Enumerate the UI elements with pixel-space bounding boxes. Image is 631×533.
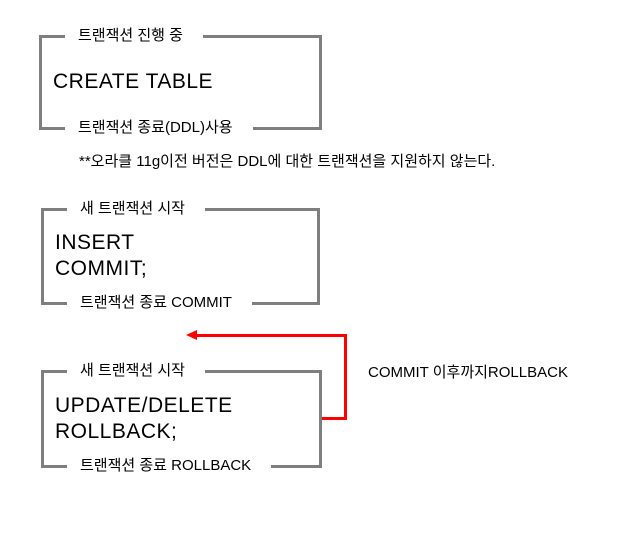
bracket-left-edge <box>41 208 44 304</box>
bracket-bottom-row: 트랜잭션 종료 ROLLBACK <box>41 455 322 477</box>
bracket-right-edge <box>319 35 322 129</box>
bracket-line-segment <box>41 301 67 305</box>
bracket-right-edge <box>319 370 322 467</box>
bracket-bottom-row: 트랜잭션 종료(DDL)사용 <box>39 117 322 139</box>
rollback-arrow-horizontal-line <box>193 334 347 337</box>
sql-statement: UPDATE/DELETE ROLLBACK; <box>55 393 233 445</box>
bracket-left-edge <box>39 35 42 129</box>
bracket-line-segment <box>271 464 322 468</box>
bracket-top-row: 트랜잭션 진행 중 <box>39 25 322 47</box>
bracket-right-edge <box>317 208 320 304</box>
sql-statement: INSERT COMMIT; <box>55 230 147 282</box>
bracket-line-segment <box>202 34 322 38</box>
transaction-start-label: 트랜잭션 진행 중 <box>78 27 183 44</box>
oracle-ddl-note: **오라클 11g이전 버전은 DDL에 대한 트랜잭션을 지원하지 않는다. <box>79 153 496 170</box>
sql-statement: CREATE TABLE <box>53 69 213 95</box>
bracket-line-segment <box>39 126 65 130</box>
sql-statement-line: ROLLBACK; <box>55 419 178 443</box>
bracket-bottom-row: 트랜잭션 종료 COMMIT <box>41 292 320 314</box>
sql-statement-line: UPDATE/DELETE <box>55 393 233 417</box>
bracket-line-segment <box>41 207 67 211</box>
sql-statement-line: COMMIT; <box>55 257 148 280</box>
transaction-block-rollback: 새 트랜잭션 시작 UPDATE/DELETE ROLLBACK; 트랜잭션 종… <box>41 362 322 474</box>
transaction-block-ddl: 트랜잭션 진행 중 CREATE TABLE 트랜잭션 종료(DDL)사용 <box>39 27 322 136</box>
rollback-range-label: COMMIT 이후까지ROLLBACK <box>368 364 568 381</box>
bracket-line-segment <box>204 369 322 373</box>
bracket-line-segment <box>251 301 320 305</box>
bracket-line-segment <box>252 126 322 130</box>
bracket-line-segment <box>41 464 67 468</box>
bracket-top-row: 새 트랜잭션 시작 <box>41 360 322 382</box>
sql-statement-line: INSERT <box>55 231 135 254</box>
transaction-end-label: 트랜잭션 종료 COMMIT <box>80 294 232 311</box>
transaction-start-label: 새 트랜잭션 시작 <box>80 362 185 379</box>
rollback-arrow-vertical-line <box>344 334 347 420</box>
bracket-line-segment <box>41 369 67 373</box>
transaction-end-label: 트랜잭션 종료(DDL)사용 <box>78 119 233 136</box>
rollback-arrow-connector-line <box>322 417 347 420</box>
bracket-line-segment <box>39 34 65 38</box>
transaction-end-label: 트랜잭션 종료 ROLLBACK <box>80 457 252 474</box>
transaction-block-commit: 새 트랜잭션 시작 INSERT COMMIT; 트랜잭션 종료 COMMIT <box>41 200 320 311</box>
transaction-start-label: 새 트랜잭션 시작 <box>80 200 185 217</box>
rollback-arrowhead-icon <box>186 330 197 340</box>
bracket-left-edge <box>41 370 44 467</box>
bracket-line-segment <box>204 207 320 211</box>
bracket-top-row: 새 트랜잭션 시작 <box>41 198 320 220</box>
sql-statement-line: CREATE TABLE <box>53 70 214 93</box>
